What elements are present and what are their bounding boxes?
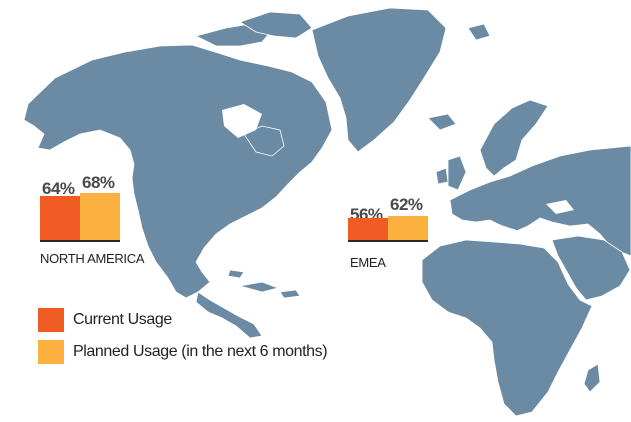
legend-current-label: Current Usage	[73, 311, 172, 328]
legend-current-swatch	[38, 308, 64, 332]
north-america-label: NORTH AMERICA	[40, 251, 145, 266]
north-america-planned-bar	[80, 193, 120, 240]
arabia-landmass	[551, 235, 631, 301]
north-america-landmass	[23, 44, 333, 299]
north-america-baseline	[40, 240, 120, 242]
legend-planned: Planned Usage (in the next 6 months)	[38, 340, 328, 364]
legend-current: Current Usage	[38, 308, 172, 332]
emea-baseline	[348, 240, 428, 242]
emea-planned-bar	[388, 216, 428, 240]
scandinavia-landmass	[479, 99, 549, 177]
legend-planned-swatch	[38, 340, 64, 364]
emea-planned-value: 62%	[390, 195, 423, 214]
legend-planned-label: Planned Usage (in the next 6 months)	[73, 343, 328, 360]
emea-current-bar	[348, 218, 388, 240]
north-america-current-value: 64%	[42, 179, 75, 198]
europe-landmass	[449, 145, 631, 257]
greenland-landmass	[311, 7, 447, 153]
emea-label: EMEA	[350, 255, 386, 270]
north-america-planned-value: 68%	[82, 173, 115, 192]
north-america-current-bar	[40, 196, 80, 240]
central-america-landmass	[195, 291, 263, 339]
africa-landmass	[421, 239, 593, 417]
